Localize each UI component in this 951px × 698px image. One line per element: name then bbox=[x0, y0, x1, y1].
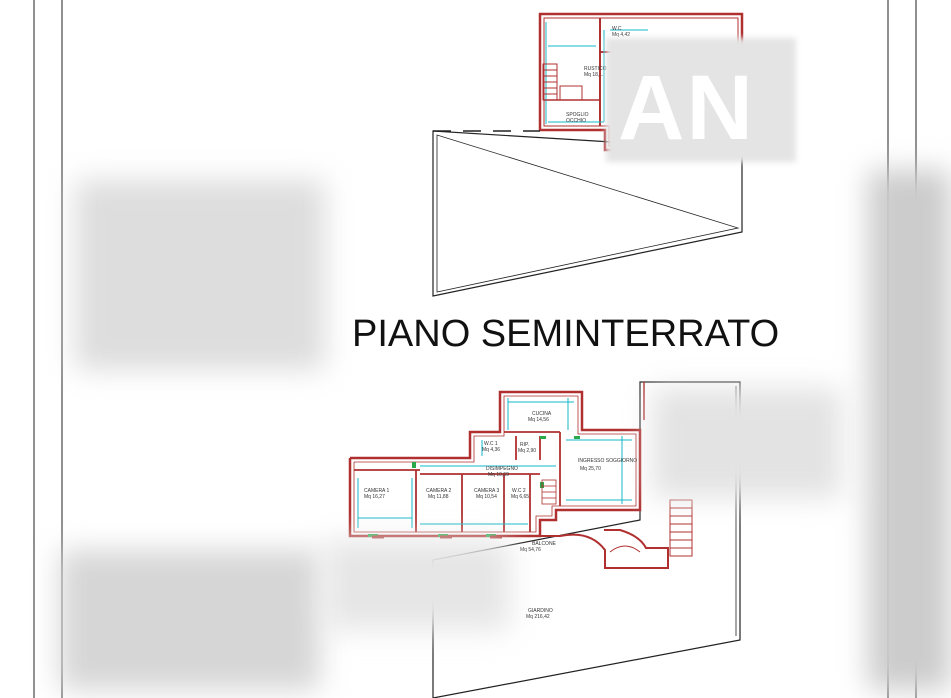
room-cucina-area: Mq 14,56 bbox=[528, 417, 549, 423]
upper-building-walls bbox=[538, 12, 744, 152]
room-camera1-name: CAMERA 1 bbox=[364, 488, 390, 494]
lower-balcony-outline bbox=[540, 529, 669, 569]
room-cucina-name: CUCINA bbox=[532, 411, 552, 417]
lower-dimension-lines bbox=[357, 398, 632, 528]
upper-room-spoglio-name: SPOGLIO bbox=[566, 112, 589, 118]
room-giardino-name: GIARDINO bbox=[528, 608, 553, 614]
room-wc1-area: Mq 4,36 bbox=[482, 447, 500, 453]
room-camera1-area: Mq 16,27 bbox=[364, 494, 385, 500]
room-wc2-name: W.C 2 bbox=[512, 488, 526, 494]
room-wc2-area: Mq 6,65 bbox=[511, 494, 529, 500]
lower-plan: CUCINA Mq 14,56 W.C 1 Mq 4,36 RIP. Mq 2,… bbox=[348, 381, 741, 698]
lower-inner-stair bbox=[541, 479, 557, 505]
room-camera3-area: Mq 10,54 bbox=[476, 494, 497, 500]
blurred-patch-left bbox=[75, 180, 325, 370]
plan-title: PIANO SEMINTERRATO bbox=[352, 313, 779, 355]
blurred-patch-right-top bbox=[868, 170, 951, 690]
blurred-patch-bottom-left bbox=[60, 550, 320, 690]
upper-garden-outline-inner bbox=[436, 134, 740, 293]
room-camera2-area: Mq 11,88 bbox=[428, 494, 449, 500]
room-ingresso-area: Mq 25,70 bbox=[580, 466, 601, 472]
room-disimpegno-area: Mq 10,69 bbox=[488, 472, 509, 478]
room-rip-area: Mq 2,90 bbox=[518, 448, 536, 454]
room-ingresso-name: INGRESSO SOGGIORNO bbox=[578, 458, 637, 464]
blurred-patch-bottom-mid bbox=[325, 540, 510, 630]
lower-external-stair bbox=[669, 499, 693, 557]
room-disimpegno-name: DISIMPEGNO bbox=[486, 466, 518, 472]
watermark-patch bbox=[606, 38, 796, 162]
upper-plan: W.C Mq 4,42 RUSTICO Mq 18,... SPOGLIO OC… bbox=[432, 12, 744, 297]
blurred-patch-mid-right bbox=[652, 388, 842, 498]
lower-building-walls bbox=[348, 390, 642, 538]
upper-room-spoglio-area: OCCHIO bbox=[566, 118, 586, 124]
room-camera3-name: CAMERA 3 bbox=[474, 488, 500, 494]
lower-internal-walls bbox=[354, 431, 561, 532]
room-wc1-name: W.C 1 bbox=[484, 441, 498, 447]
upper-stair bbox=[542, 63, 583, 101]
room-rip-name: RIP. bbox=[520, 442, 529, 448]
room-balcone-name: BALCONE bbox=[532, 541, 557, 547]
upper-room-rustico-name: RUSTICO bbox=[584, 66, 607, 72]
upper-room-rustico-area: Mq 18,... bbox=[584, 72, 603, 78]
room-balcone-area: Mq 54,76 bbox=[520, 547, 541, 553]
lower-garden-outline bbox=[432, 381, 741, 698]
watermark-text: AN bbox=[618, 57, 755, 159]
upper-dimension-lines bbox=[545, 22, 648, 124]
room-camera2-name: CAMERA 2 bbox=[426, 488, 452, 494]
upper-room-wc-name: W.C bbox=[612, 26, 622, 32]
upper-room-wc-area: Mq 4,42 bbox=[612, 32, 630, 38]
room-giardino-area: Mq 216,42 bbox=[526, 614, 550, 620]
